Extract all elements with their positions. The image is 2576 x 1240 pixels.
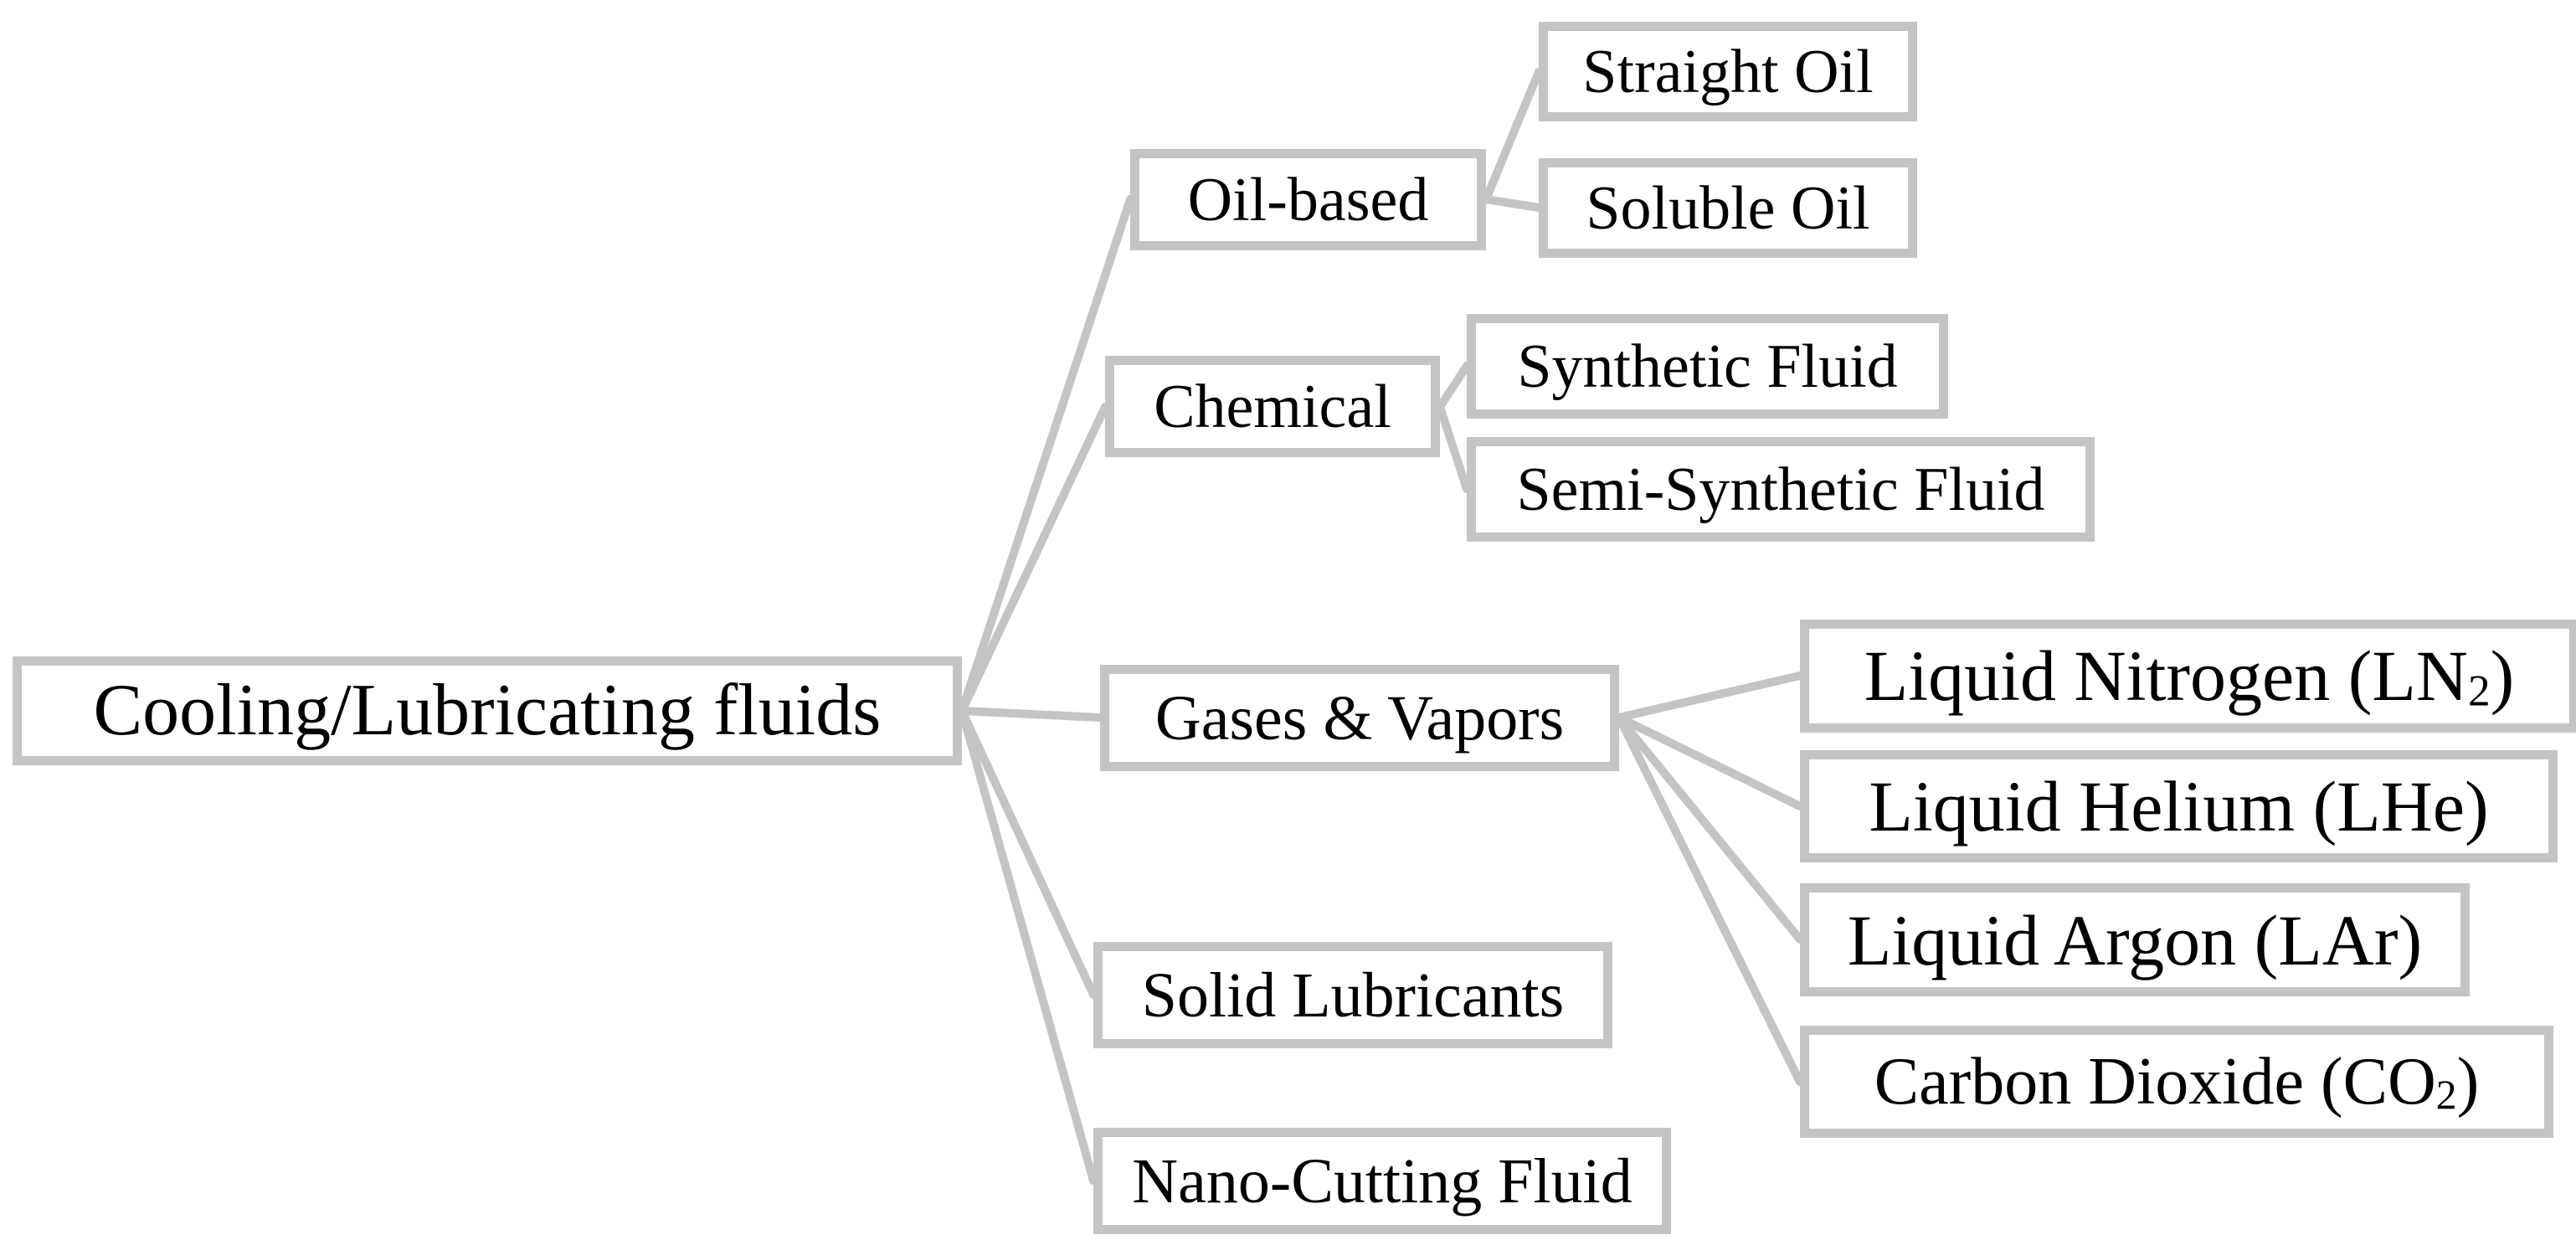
category-node-gases-vapors: Gases & Vapors [1100, 665, 1619, 771]
leaf-label: Liquid Argon (LAr) [1847, 899, 2423, 980]
leaf-label: Liquid Helium (LHe) [1869, 766, 2489, 846]
edge-root-oil [958, 195, 1134, 715]
root-label: Cooling/Lubricating fluids [93, 670, 882, 751]
edge-oil-soluble [1482, 195, 1543, 212]
leaf-node-synthetic-fluid: Synthetic Fluid [1467, 314, 1948, 419]
edge-oil-straight [1482, 68, 1543, 203]
category-label: Gases & Vapors [1154, 682, 1565, 754]
leaf-label-suffix: ) [2456, 1044, 2480, 1119]
leaf-label: Liquid Nitrogen (LN2) [1864, 640, 2515, 713]
leaf-label: Carbon Dioxide (CO2) [1874, 1048, 2479, 1116]
edge-gases-lar [1615, 713, 1804, 944]
leaf-node-semi-synthetic-fluid: Semi-Synthetic Fluid [1467, 437, 2095, 542]
leaf-label: Soluble Oil [1586, 173, 1870, 243]
leaf-label: Straight Oil [1582, 37, 1874, 106]
subscript-2: 2 [2468, 665, 2491, 716]
category-label: Oil-based [1187, 165, 1429, 234]
category-label: Chemical [1154, 372, 1391, 441]
category-label: Solid Lubricants [1141, 960, 1565, 1031]
leaf-node-liquid-nitrogen: Liquid Nitrogen (LN2) [1800, 620, 2576, 733]
leaf-label: Semi-Synthetic Fluid [1516, 455, 2045, 524]
leaf-node-liquid-argon: Liquid Argon (LAr) [1800, 883, 2470, 996]
leaf-label-text: Liquid Nitrogen (LN [1864, 635, 2468, 716]
edge-root-nano [958, 707, 1098, 1185]
edge-gases-ln2 [1615, 671, 1804, 722]
edge-gases-lhe [1615, 713, 1804, 810]
category-label: Nano-Cutting Fluid [1132, 1145, 1632, 1217]
edge-root-gases [958, 707, 1104, 722]
edge-gases-co2 [1615, 713, 1804, 1086]
edge-chemical-synthetic [1436, 362, 1471, 411]
leaf-node-soluble-oil: Soluble Oil [1539, 158, 1917, 258]
root-node: Cooling/Lubricating fluids [13, 656, 962, 765]
leaf-node-carbon-dioxide: Carbon Dioxide (CO2) [1800, 1026, 2553, 1138]
edge-chemical-semi [1436, 403, 1471, 493]
leaf-label: Synthetic Fluid [1517, 332, 1898, 401]
leaf-label-text: Carbon Dioxide (CO [1874, 1044, 2436, 1119]
edge-root-solid [958, 707, 1098, 999]
category-node-chemical: Chemical [1105, 356, 1440, 457]
edge-root-chemical [958, 403, 1109, 715]
leaf-node-straight-oil: Straight Oil [1539, 22, 1917, 121]
category-node-oil-based: Oil-based [1130, 149, 1486, 250]
category-node-nano-cutting-fluid: Nano-Cutting Fluid [1093, 1128, 1671, 1234]
subscript-2: 2 [2435, 1071, 2457, 1118]
leaf-label-suffix: ) [2490, 635, 2515, 716]
leaf-node-liquid-helium: Liquid Helium (LHe) [1800, 750, 2558, 862]
category-node-solid-lubricants: Solid Lubricants [1093, 942, 1612, 1048]
